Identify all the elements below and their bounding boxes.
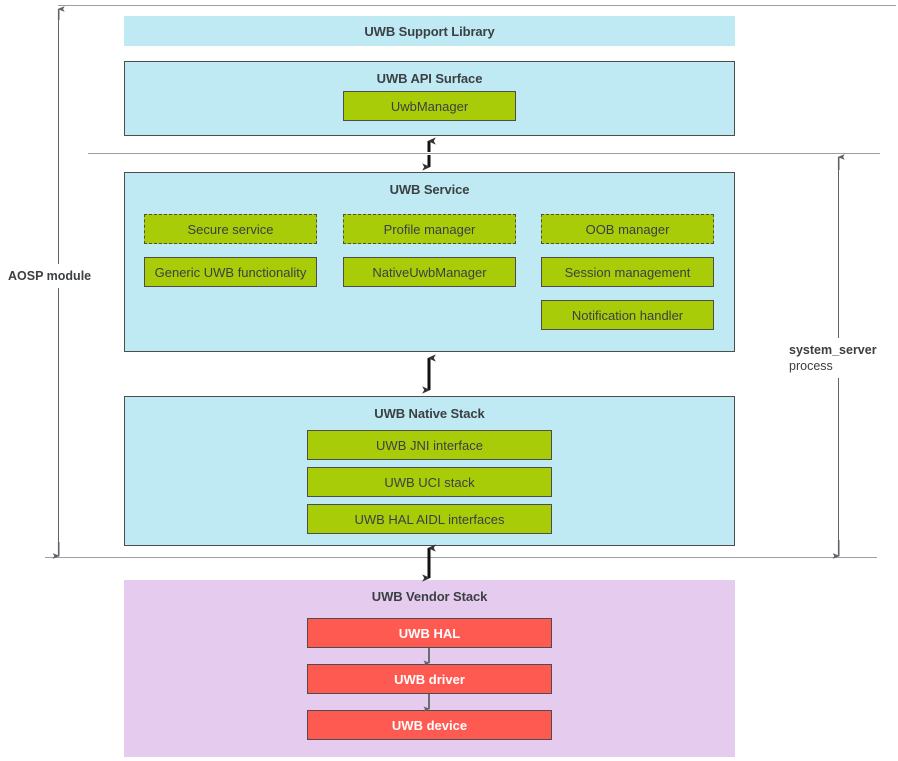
component-profile-manager[interactable]: Profile manager — [343, 214, 516, 244]
layer-title-uwb-service: UWB Service — [389, 182, 470, 197]
aosp-bracket-upper — [58, 10, 60, 264]
layer-title-native-stack: UWB Native Stack — [374, 406, 485, 421]
component-oob-manager[interactable]: OOB manager — [541, 214, 714, 244]
api-service-boundary-rule — [88, 153, 880, 154]
top-boundary-rule — [58, 5, 896, 6]
label-aosp-module: AOSP module — [8, 269, 92, 283]
component-secure-service[interactable]: Secure service — [144, 214, 317, 244]
label-system-server-line1: system_server — [789, 343, 877, 357]
aosp-bracket-lower — [58, 288, 60, 552]
component-uwb-device[interactable]: UWB device — [307, 710, 552, 740]
system-server-bracket-lower — [838, 378, 840, 553]
layer-title-api-surface: UWB API Surface — [376, 71, 483, 86]
label-system-server-process: system_server process — [789, 343, 877, 374]
component-notification-handler[interactable]: Notification handler — [541, 300, 714, 330]
system-server-bracket-upper — [838, 158, 840, 338]
layer-title-vendor-stack: UWB Vendor Stack — [371, 589, 488, 604]
component-session-management[interactable]: Session management — [541, 257, 714, 287]
component-uwbmanager[interactable]: UwbManager — [343, 91, 516, 121]
component-uwb-hal-aidl-interfaces[interactable]: UWB HAL AIDL interfaces — [307, 504, 552, 534]
component-uwb-uci-stack[interactable]: UWB UCI stack — [307, 467, 552, 497]
label-system-server-line2: process — [789, 358, 833, 373]
component-nativeuwbmanager[interactable]: NativeUwbManager — [343, 257, 516, 287]
layer-support-library[interactable]: UWB Support Library — [124, 16, 735, 46]
component-uwb-driver[interactable]: UWB driver — [307, 664, 552, 694]
component-uwb-hal[interactable]: UWB HAL — [307, 618, 552, 648]
layer-api-surface[interactable]: UWB API Surface — [124, 61, 735, 136]
component-uwb-jni-interface[interactable]: UWB JNI interface — [307, 430, 552, 460]
aosp-bottom-boundary-rule — [45, 557, 877, 558]
layer-title-support-library: UWB Support Library — [364, 24, 495, 39]
component-generic-uwb-functionality[interactable]: Generic UWB functionality — [144, 257, 317, 287]
